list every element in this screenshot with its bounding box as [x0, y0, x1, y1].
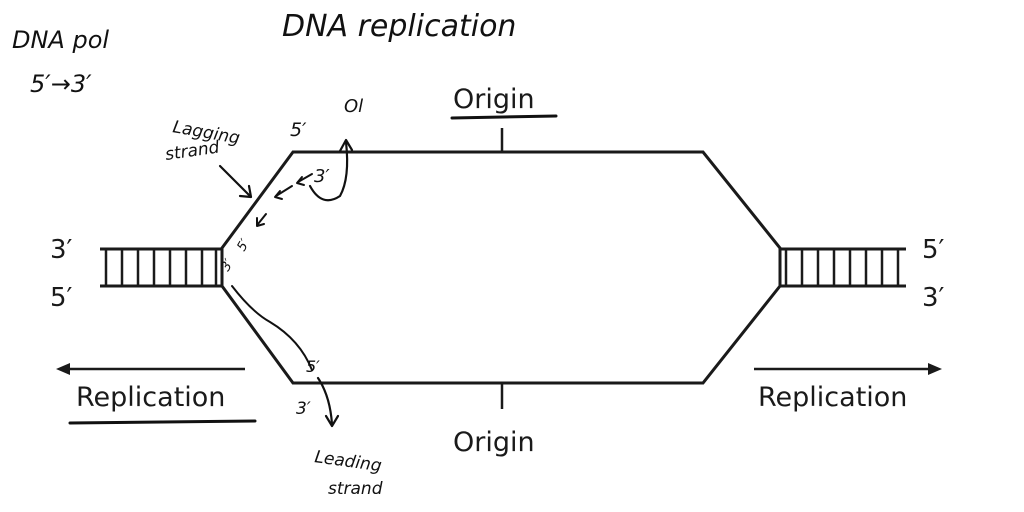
lagging-pointer-arrowhead [238, 184, 253, 199]
right-top-end-label: 5′ [922, 235, 945, 265]
left-top-end-label: 3′ [50, 235, 73, 265]
leading-5prime-note: 5′ [306, 357, 320, 376]
origin-bottom-label: Origin [453, 427, 535, 458]
origin-top-underline [450, 114, 558, 120]
top-ok-note: Ol [344, 96, 363, 117]
lagging-label-line2: strand [164, 138, 221, 165]
okazaki-fragment-2 [275, 185, 293, 197]
leading-strand-curve [231, 285, 313, 371]
leading-label-line2: strand [328, 479, 383, 499]
origin-top-label: Origin [453, 84, 535, 115]
enzyme-direction: 5′→3′ [30, 70, 92, 98]
left-duplex [100, 247, 222, 288]
right-duplex [780, 247, 906, 288]
okazaki-fragment-1 [297, 173, 313, 183]
handwritten-title: DNA replication [282, 9, 516, 44]
enzyme-label: DNA pol [12, 26, 109, 54]
replication-left-label: Replication [76, 382, 225, 413]
right-bottom-end-label: 3′ [922, 283, 945, 313]
replication-left-underline [68, 419, 257, 425]
leading-pointer-arrow [316, 376, 334, 426]
top-3prime-note: 3′ [314, 166, 330, 187]
leading-3prime-note: 3′ [296, 399, 311, 419]
leading-label-line1: Leading [313, 447, 383, 476]
okazaki-fragment-3 [257, 213, 267, 225]
leading-pointer-arrowhead [324, 414, 340, 428]
okazaki-fragment-3-head [256, 217, 265, 227]
fragment-5prime-note: 5′ [234, 237, 253, 254]
okazaki-loop-arrowhead [338, 138, 354, 153]
okazaki-fragment-1-head [296, 176, 305, 186]
replication-left-arrow [56, 363, 245, 375]
lagging-pointer-arrow [218, 164, 252, 198]
replication-right-arrow [754, 363, 942, 375]
replication-right-label: Replication [758, 382, 907, 413]
okazaki-fragment-2-head [274, 190, 283, 200]
left-bottom-end-label: 5′ [50, 283, 73, 313]
okazaki-loop-arrow [308, 140, 349, 202]
replication-bubble [220, 150, 782, 385]
top-5prime-note: 5′ [290, 119, 307, 141]
